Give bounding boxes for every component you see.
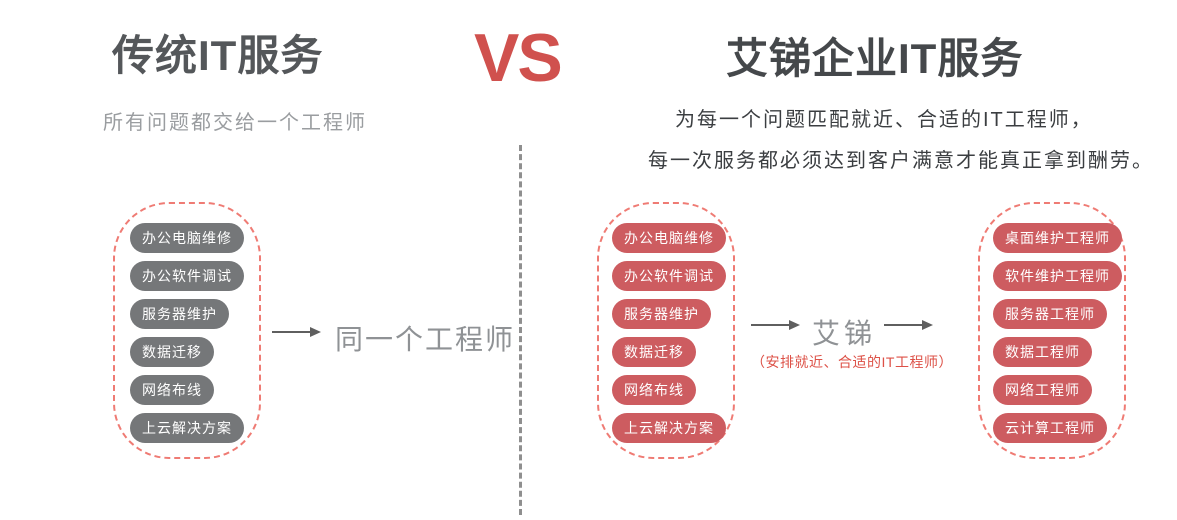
right-subtitle-line1: 为每一个问题匹配就近、合适的IT工程师， <box>675 109 1093 131</box>
vs-label: VS <box>474 20 563 96</box>
left-title: 传统IT服务 <box>112 32 324 79</box>
broker-note: （安排就近、合适的IT工程师） <box>751 354 953 370</box>
service-pill: 数据迁移 <box>612 337 696 367</box>
arrow-right-icon <box>884 320 933 330</box>
aiti-services-box: 办公电脑维修 办公软件调试 服务器维护 数据迁移 网络布线 上云解决方案 <box>597 202 735 459</box>
same-engineer-label: 同一个工程师 <box>335 324 516 355</box>
service-pill: 上云解决方案 <box>612 413 726 443</box>
right-subtitle: 为每一个问题匹配就近、合适的IT工程师， 每一次服务都必须达到客户满意才能真正拿… <box>648 100 1154 182</box>
engineer-pill: 软件维护工程师 <box>993 261 1122 291</box>
service-pill: 服务器维护 <box>130 299 229 329</box>
engineer-pill: 数据工程师 <box>993 337 1092 367</box>
service-pill: 办公电脑维修 <box>612 223 726 253</box>
broker-label: 艾锑 <box>812 318 877 349</box>
engineer-pill: 网络工程师 <box>993 375 1092 405</box>
arrow-right-icon <box>272 327 321 337</box>
vertical-dashed-divider <box>519 145 522 515</box>
service-pill: 网络布线 <box>130 375 214 405</box>
service-pill: 办公软件调试 <box>612 261 726 291</box>
right-title: 艾锑企业IT服务 <box>726 35 1024 82</box>
left-subtitle: 所有问题都交给一个工程师 <box>103 112 367 134</box>
traditional-services-box: 办公电脑维修 办公软件调试 服务器维护 数据迁移 网络布线 上云解决方案 <box>113 202 261 459</box>
engineer-pill: 桌面维护工程师 <box>993 223 1122 253</box>
arrow-right-icon <box>751 320 800 330</box>
engineer-pill: 云计算工程师 <box>993 413 1107 443</box>
service-pill: 数据迁移 <box>130 337 214 367</box>
engineers-box: 桌面维护工程师 软件维护工程师 服务器工程师 数据工程师 网络工程师 云计算工程… <box>978 202 1126 459</box>
service-pill: 办公电脑维修 <box>130 223 244 253</box>
right-subtitle-line2: 每一次服务都必须达到客户满意才能真正拿到酬劳。 <box>648 150 1154 172</box>
service-pill: 网络布线 <box>612 375 696 405</box>
service-pill: 服务器维护 <box>612 299 711 329</box>
service-pill: 办公软件调试 <box>130 261 244 291</box>
service-pill: 上云解决方案 <box>130 413 244 443</box>
engineer-pill: 服务器工程师 <box>993 299 1107 329</box>
